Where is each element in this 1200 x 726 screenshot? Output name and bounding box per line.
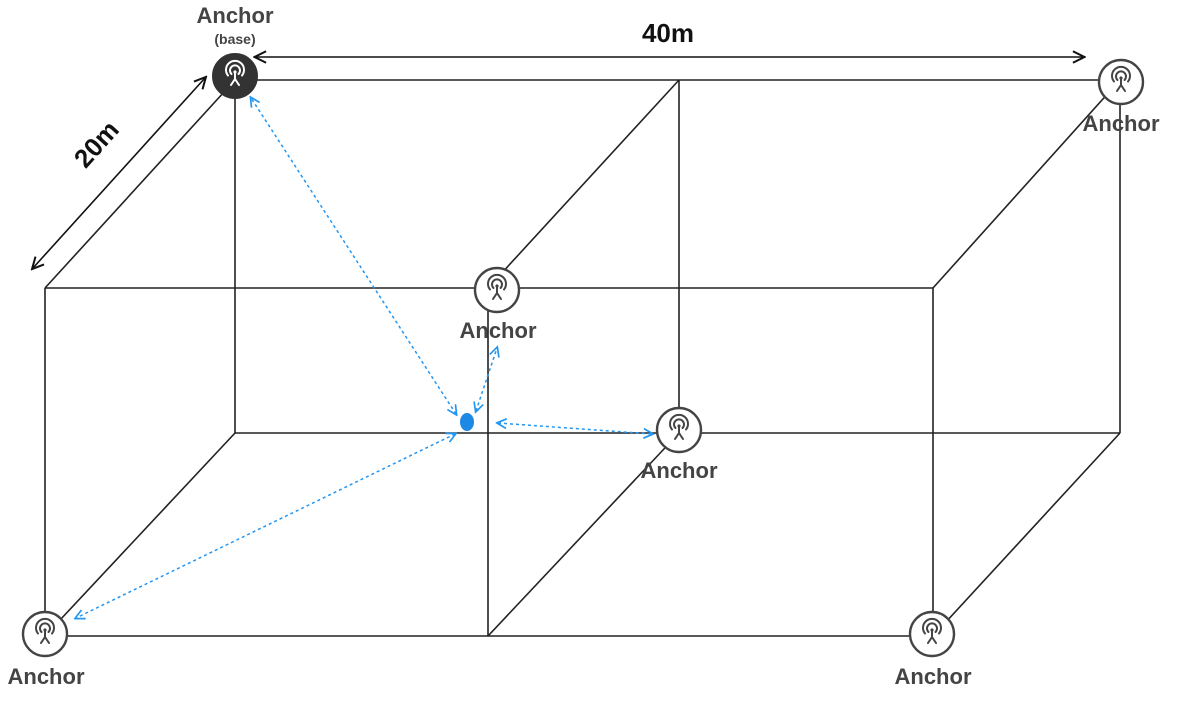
edge-mid-bottom-depth [487,432,680,637]
anchor-center-top [473,266,521,314]
edge-left-bottom-depth [44,432,236,637]
antenna-icon [669,413,689,440]
anchor-bottom-left-label: Anchor [8,664,85,689]
length-label: 40m [642,18,694,48]
edge-mid-top-depth [487,79,680,289]
width-label: 20m [68,115,125,174]
box-edges [44,79,1121,637]
anchor-base-label: Anchor [197,3,274,28]
edge-right-bottom-depth [932,432,1121,637]
edge-left-top-depth [44,79,236,289]
width-arrow [33,78,205,268]
antenna-icon [35,617,55,644]
antenna-icon [922,617,942,644]
range-line-base [251,98,456,414]
anchor-center-middle [655,406,703,454]
anchor-center-top-label: Anchor [460,318,537,343]
anchor-bottom-right-label: Anchor [895,664,972,689]
range-lines [76,98,652,618]
anchor-top-right [1097,58,1145,106]
anchor-base-note: (base) [214,31,255,47]
anchor-bottom-right [908,610,956,658]
antenna-icon [1111,65,1131,92]
range-line-center-top [476,348,497,411]
range-line-center-middle [498,423,652,434]
range-line-bottom-left [76,434,455,618]
tag-dot [460,413,474,431]
anchor-bottom-left [21,610,69,658]
anchor-top-right-label: Anchor [1083,111,1160,136]
antenna-icon [487,273,507,300]
antenna-icon [225,59,245,86]
anchor-center-middle-label: Anchor [641,458,718,483]
dimension-arrows [33,57,1083,268]
anchor-base [212,53,258,99]
edge-right-top-depth [932,79,1121,289]
